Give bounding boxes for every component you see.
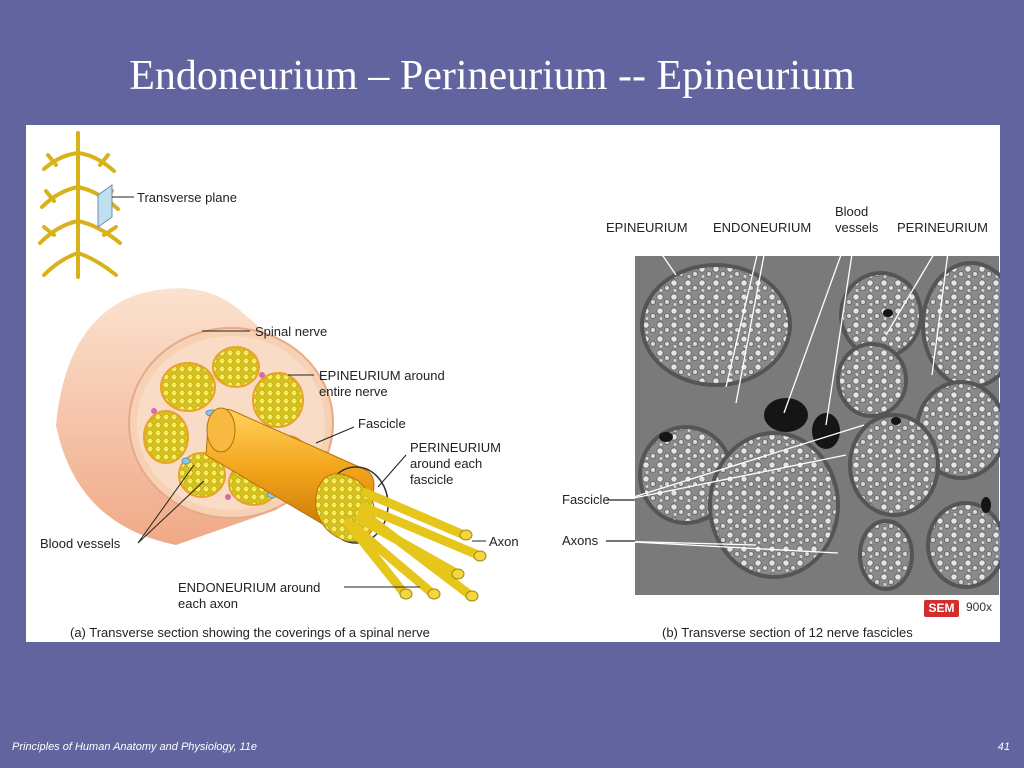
nerve-illustration xyxy=(56,288,487,602)
panel-a-leader-lines xyxy=(137,330,486,588)
footer-source: Principles of Human Anatomy and Physiolo… xyxy=(12,741,257,753)
label-blood-vessels-b: Blood vessels xyxy=(835,204,879,235)
sem-micrograph xyxy=(635,256,1000,595)
figure-illustration xyxy=(38,131,1000,602)
label-epineurium-b: EPINEURIUM xyxy=(606,220,688,235)
figure-panel: Transverse plane Spinal nerve EPINEURIUM… xyxy=(26,125,1000,642)
label-endoneurium-a: ENDONEURIUM around each axon xyxy=(178,580,321,611)
panel-b-leader-lines xyxy=(613,233,951,554)
label-fascicle-a: Fascicle xyxy=(358,416,406,431)
magnification-label: 900x xyxy=(966,600,993,614)
caption-b: (b) Transverse section of 12 nerve fasci… xyxy=(662,625,913,640)
sem-badge: SEM xyxy=(924,600,959,617)
label-transverse-plane: Transverse plane xyxy=(137,190,237,205)
label-fascicle-b: Fascicle xyxy=(562,492,610,507)
slide-title: Endoneurium – Perineurium -- Epineurium xyxy=(129,53,855,99)
label-axons: Axons xyxy=(562,533,599,548)
label-perineurium-a: PERINEURIUM around each fascicle xyxy=(410,440,502,487)
label-perineurium-b: PERINEURIUM xyxy=(897,220,989,235)
label-axon: Axon xyxy=(489,534,519,549)
label-spinal-nerve: Spinal nerve xyxy=(255,324,328,339)
label-blood-vessels-a: Blood vessels xyxy=(40,536,121,551)
label-endoneurium-b: ENDONEURIUM xyxy=(713,220,812,235)
transverse-plane-marker xyxy=(97,184,113,228)
caption-a: (a) Transverse section showing the cover… xyxy=(70,625,430,640)
page-number: 41 xyxy=(997,741,1010,753)
label-epineurium-a: EPINEURIUM around entire nerve xyxy=(319,368,445,399)
